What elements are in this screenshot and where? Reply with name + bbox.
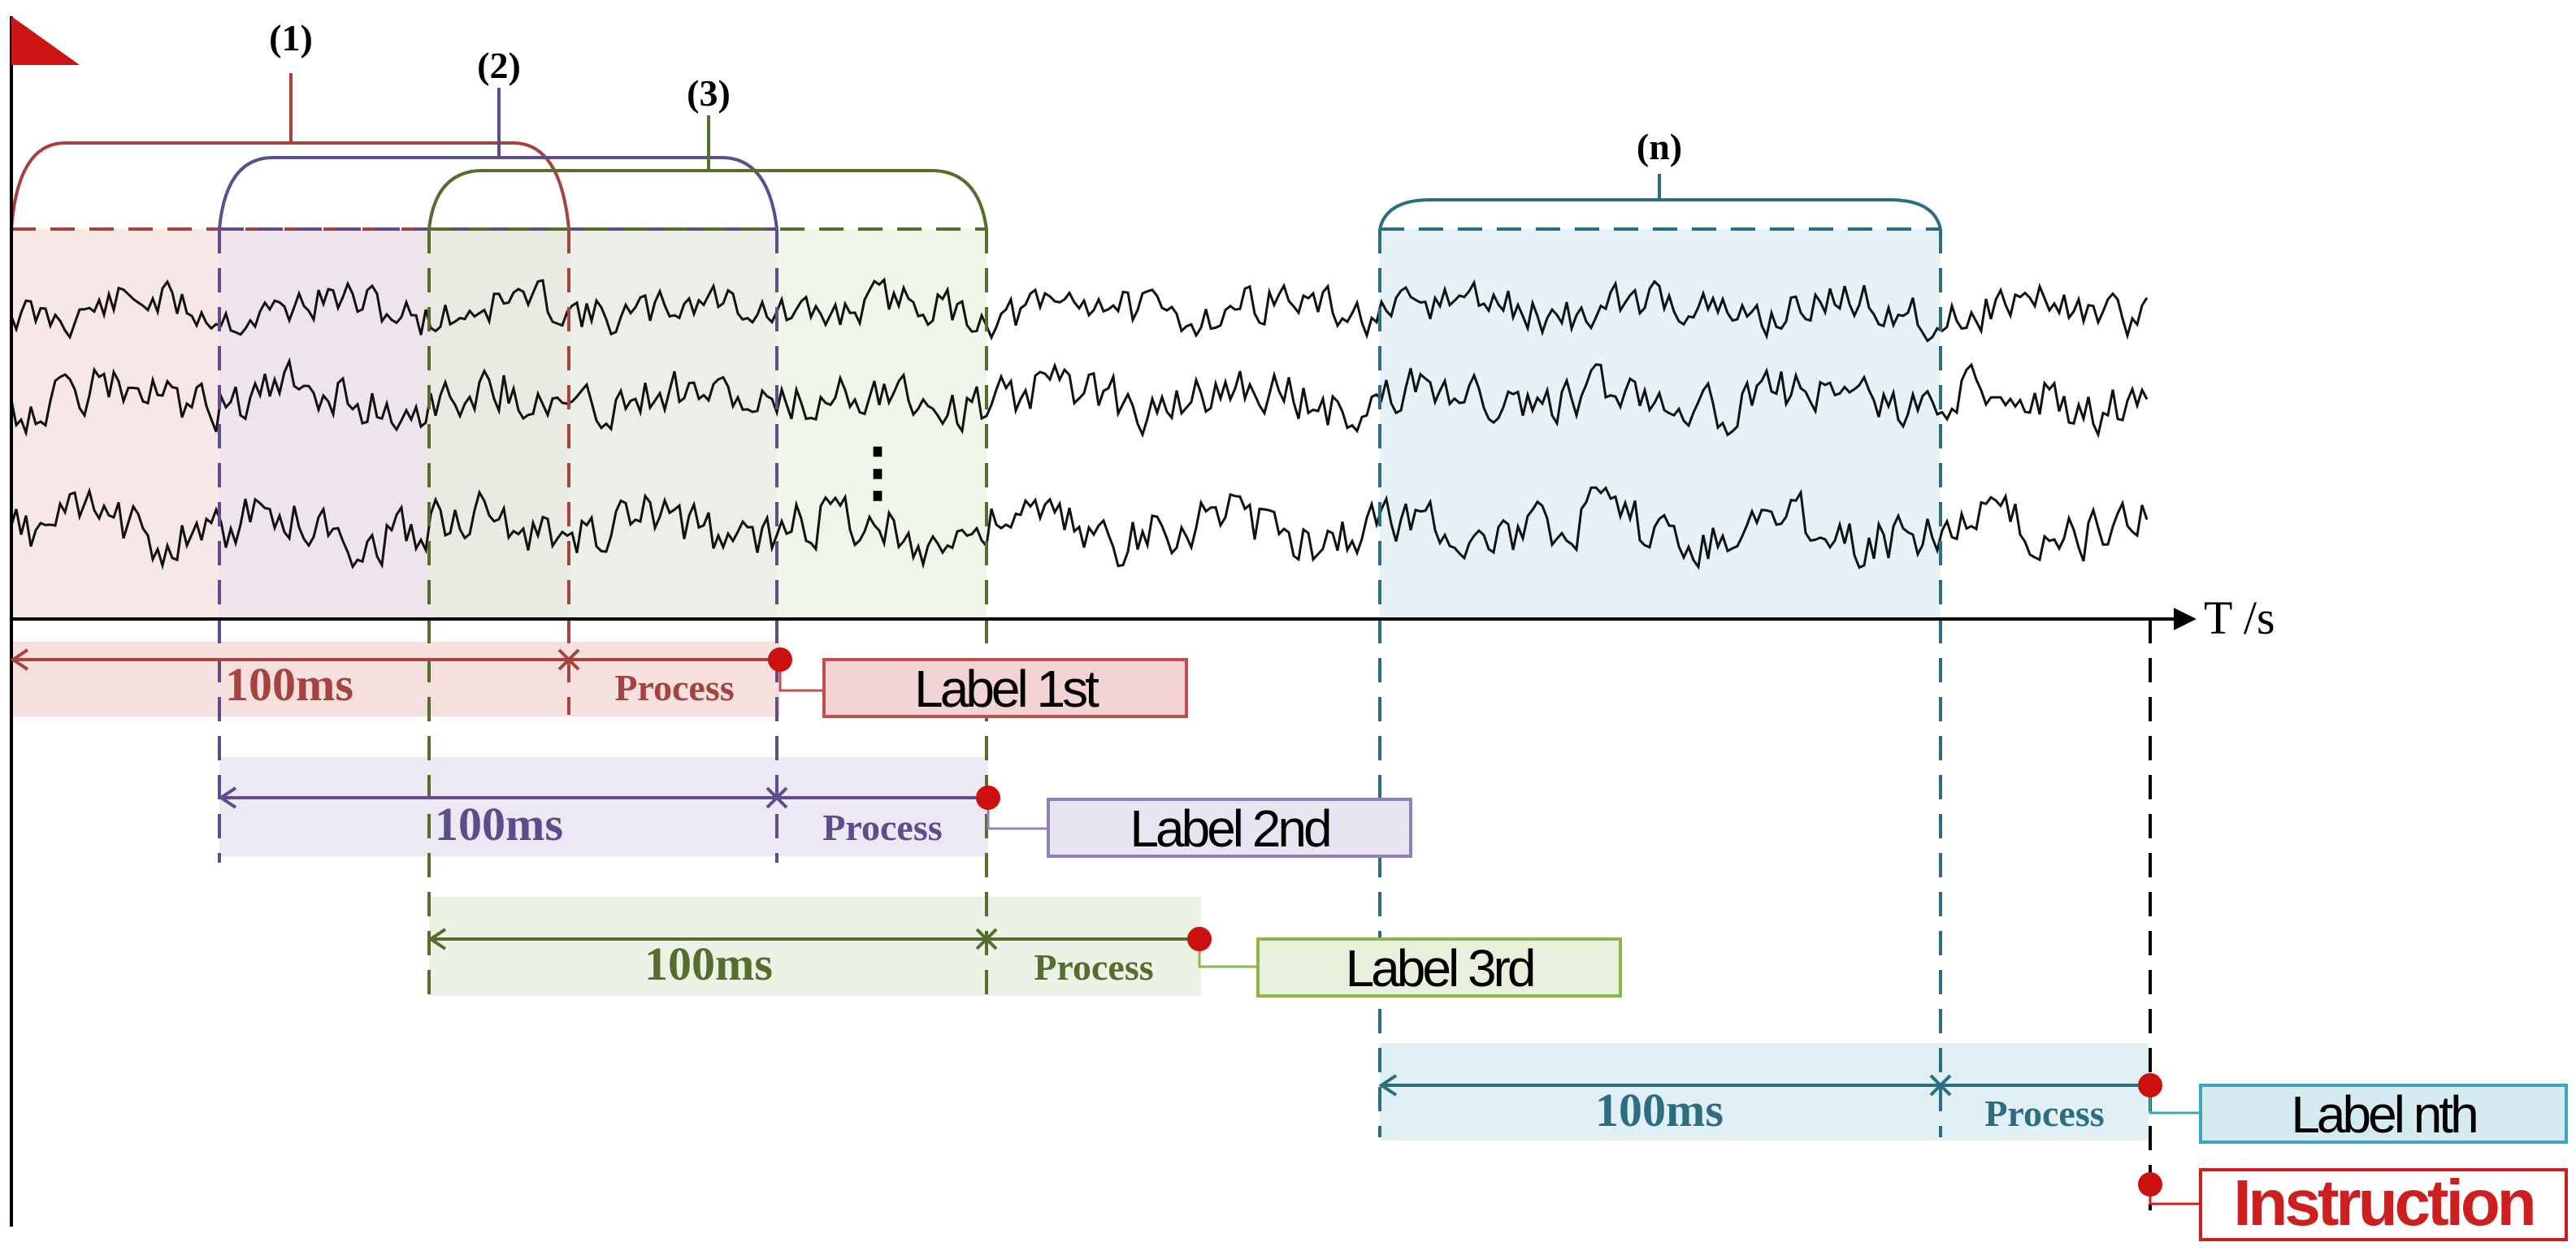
window-1-process: Process <box>614 667 734 708</box>
eeg-signal-traces <box>10 277 2149 570</box>
timing-bands <box>11 642 2149 1141</box>
label-nth-text: Label nth <box>2291 1085 2476 1144</box>
window-3-timing <box>427 928 1199 950</box>
window-n-tag: (n) <box>1637 126 1682 167</box>
label-3rd-text: Label 3rd <box>1346 939 1533 998</box>
start-flag-icon <box>11 16 80 65</box>
window-3-end-marker <box>1187 927 1212 951</box>
window-3-timing-band <box>429 897 1201 996</box>
window-2-timing-band <box>219 757 988 856</box>
window-n-timing-band <box>1380 1043 2149 1141</box>
window-2-timing <box>218 786 988 809</box>
window-n-timing <box>1378 1074 2150 1097</box>
window-2-end-marker <box>976 786 1000 810</box>
instruction-text: Instruction <box>2233 1167 2533 1239</box>
window-1-tag: (1) <box>269 17 313 58</box>
window-1-timing <box>10 648 780 671</box>
eeg-channel-3 <box>10 486 2149 570</box>
label-nth-box <box>2199 1084 2568 1144</box>
eeg-channel-1 <box>10 277 2149 343</box>
axes <box>10 16 2197 1227</box>
instruction-box <box>2199 1168 2568 1241</box>
label-3rd-box <box>1256 937 1622 998</box>
window-brackets <box>10 73 1942 1137</box>
window-3-duration: 100ms <box>644 937 773 990</box>
window-1-end-marker <box>768 647 792 672</box>
label-2nd-text: Label 2nd <box>1130 799 1329 858</box>
more-channels-ellipsis: ⋮ <box>845 437 910 509</box>
instruction-marker <box>2138 1172 2162 1197</box>
label-2nd-box <box>1047 798 1412 858</box>
time-axis-label: T /s <box>2204 591 2275 644</box>
timing-arrows <box>10 648 2150 1097</box>
window-2-process: Process <box>822 807 942 848</box>
label-1st-text: Label 1st <box>914 660 1099 718</box>
window-2-bracket <box>218 88 778 863</box>
label-boxes <box>822 658 2568 1241</box>
end-markers <box>768 647 2162 1197</box>
window-1-duration: 100ms <box>225 658 353 711</box>
window-n-end-marker <box>2138 1073 2162 1097</box>
window-n-duration: 100ms <box>1595 1084 1724 1136</box>
window-3-process: Process <box>1034 946 1153 988</box>
window-n-process: Process <box>1984 1093 2104 1134</box>
window-3-bracket <box>427 115 988 1002</box>
window-1-timing-band <box>11 642 780 716</box>
window-1-bracket <box>10 73 570 715</box>
label-1st-box <box>822 658 1188 718</box>
window-3-tag: (3) <box>687 72 731 114</box>
eeg-channel-2 <box>10 357 2149 439</box>
window-2-duration: 100ms <box>435 798 563 851</box>
window-2-tag: (2) <box>477 45 521 86</box>
